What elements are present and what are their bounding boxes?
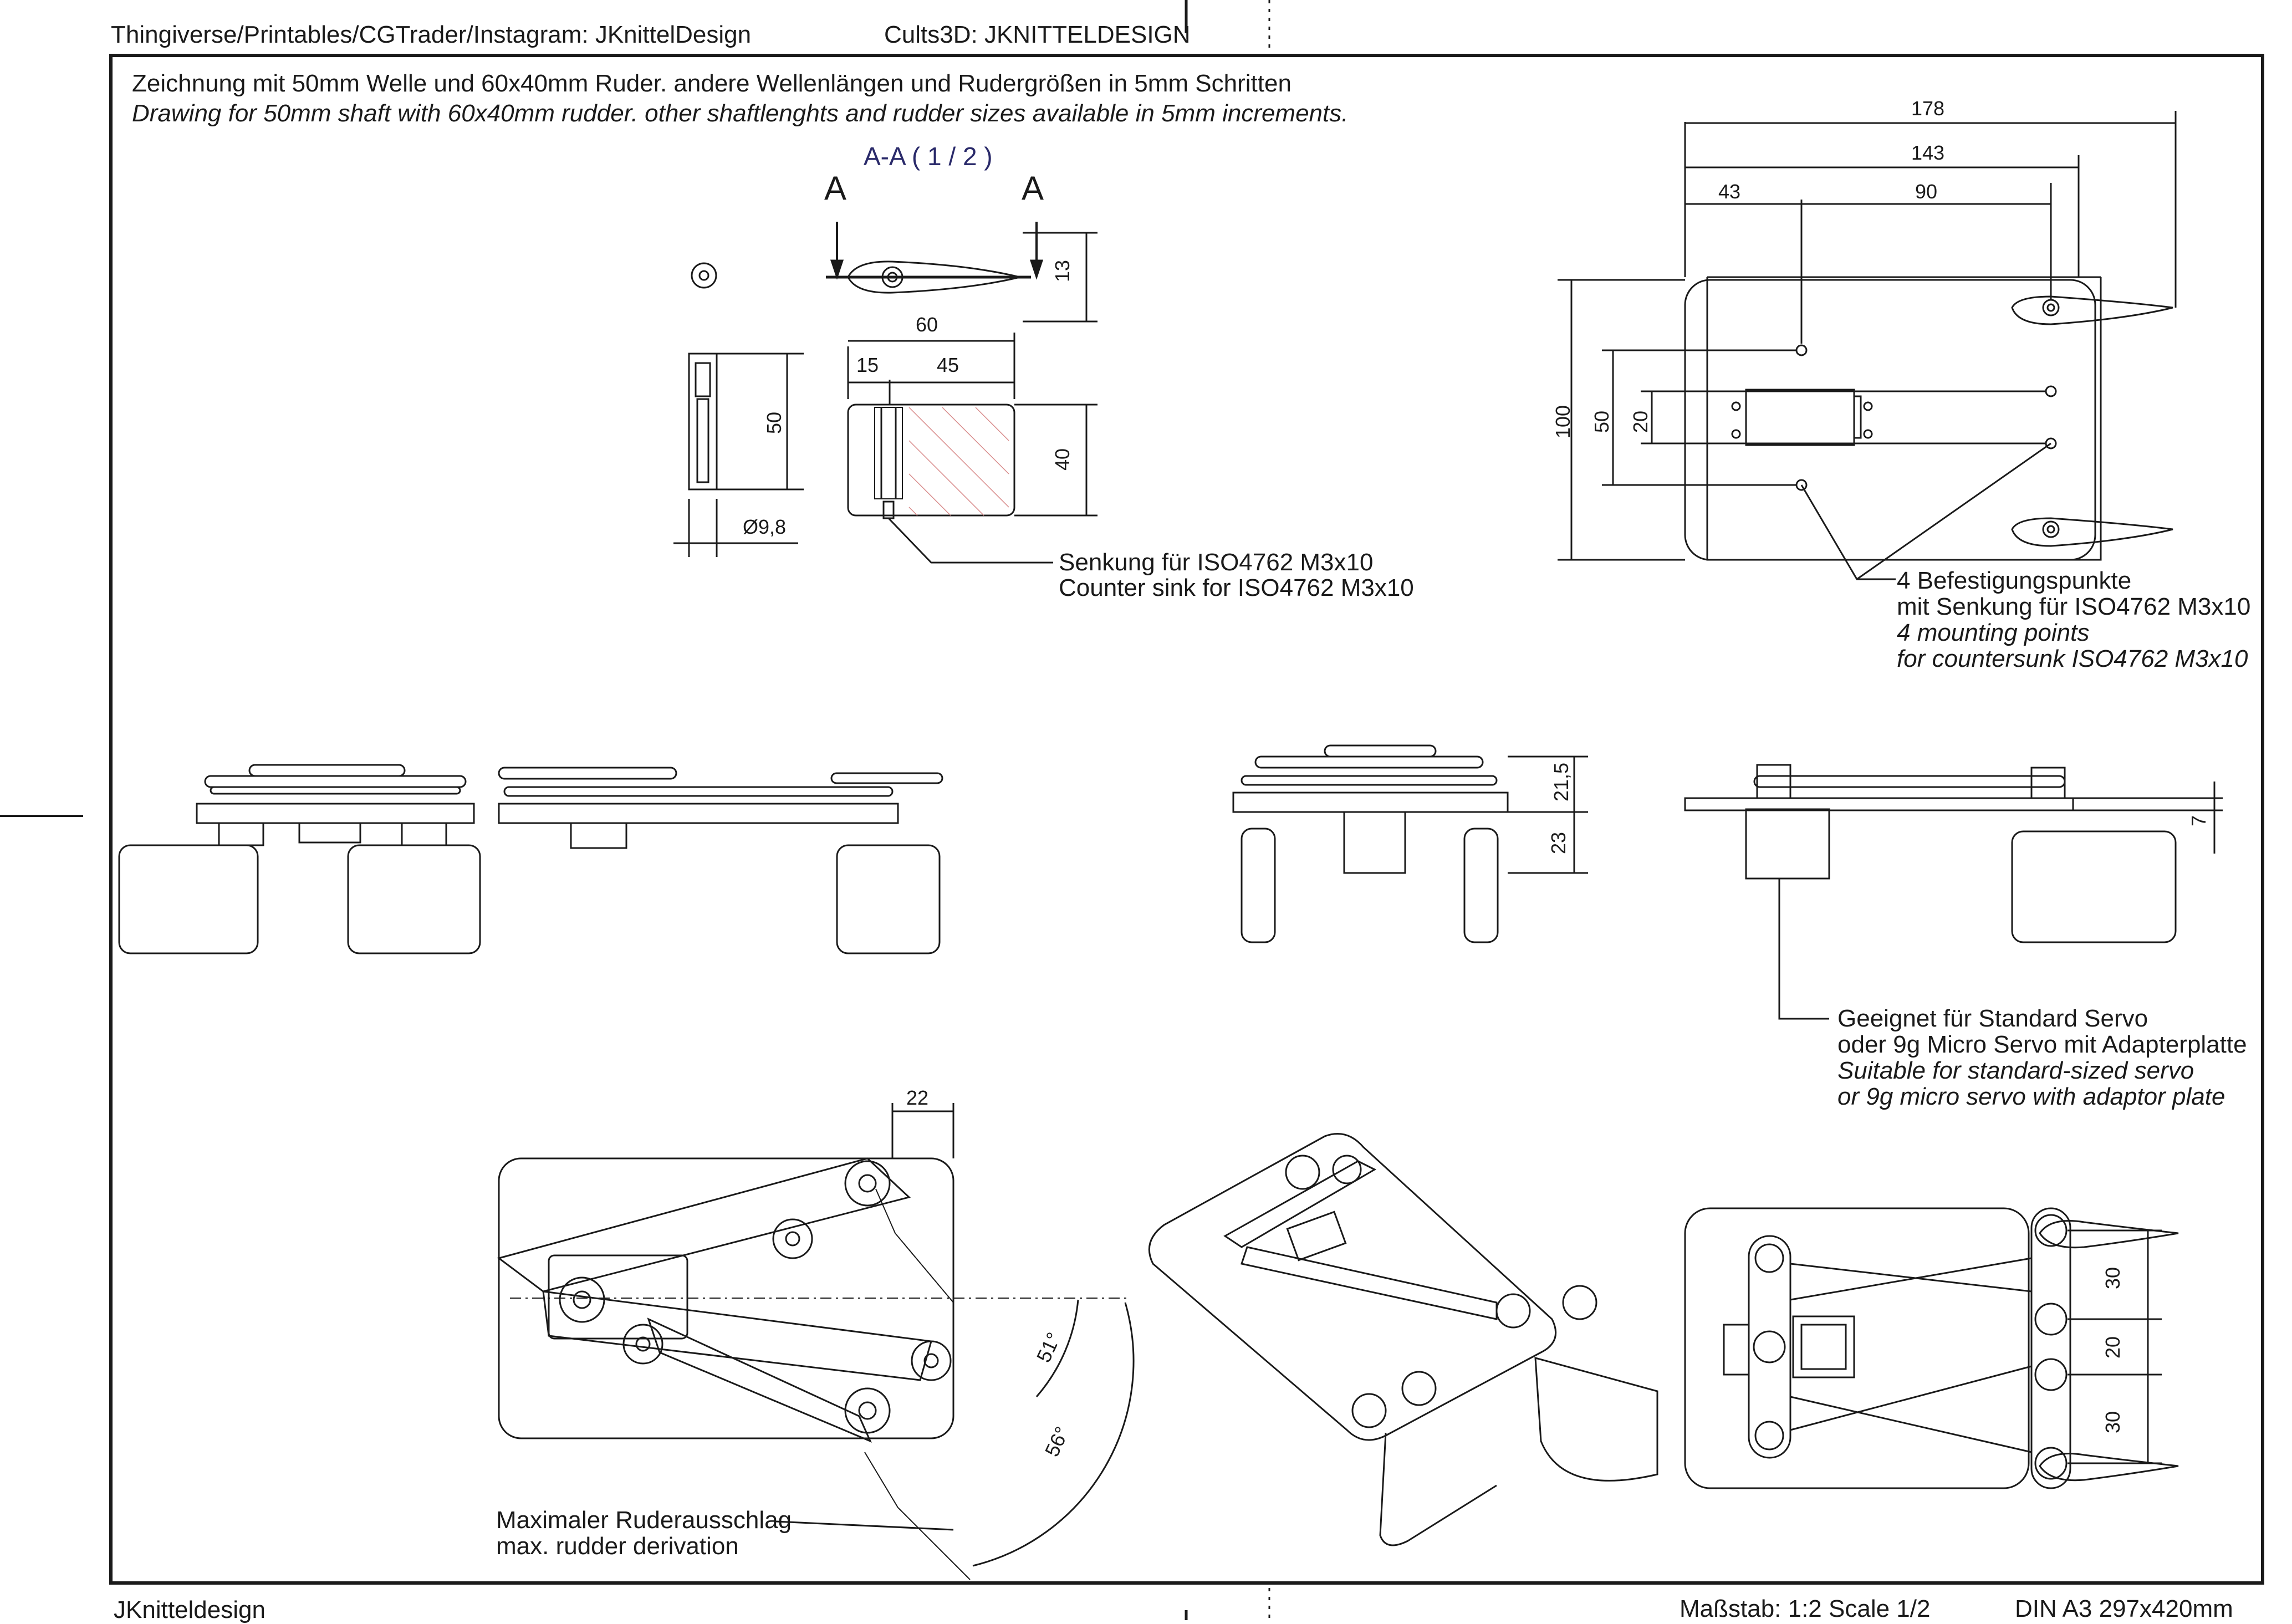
callout-mounting-en-1: 4 mounting points — [1897, 619, 2090, 646]
dim-rudder-height: 40 — [1051, 448, 1074, 471]
dim-rudder-width: 60 — [916, 313, 938, 336]
callout-servo-de-1: Geeignet für Standard Servo — [1837, 1005, 2148, 1032]
dim-rudder-thickness: 13 — [1051, 259, 1074, 283]
isometric-view — [1148, 1133, 1658, 1546]
dim-plate-178: 178 — [1911, 97, 1945, 120]
side-view-left — [118, 764, 943, 954]
dim-spacing-20: 20 — [2101, 1336, 2125, 1359]
linkage-top-view — [497, 1103, 1135, 1580]
footer-format: DIN A3 297x420mm — [2015, 1595, 2233, 1622]
dim-plate-43: 43 — [1718, 180, 1741, 203]
header-social-label: Thingiverse/Printables/CGTrader/Instagra… — [111, 21, 752, 48]
rudder-profile — [826, 222, 1097, 323]
callout-deflection-de: Maximaler Ruderausschlag — [496, 1506, 792, 1534]
shaft-side-view — [673, 353, 804, 557]
callout-servo-en-1: Suitable for standard-sized servo — [1837, 1057, 2194, 1084]
drawing-frame — [109, 54, 2264, 1585]
base-plate-top-view — [1558, 111, 2177, 580]
dim-rudder-blade: 45 — [937, 354, 959, 376]
dim-plate-143: 143 — [1911, 141, 1945, 164]
callout-countersink-en: Counter sink for ISO4762 M3x10 — [1059, 574, 1414, 601]
section-marker-left: A — [824, 170, 847, 207]
callout-deflection-en: max. rudder derivation — [496, 1533, 739, 1560]
header-cults-label: Cults3D: JKNITTELDESIGN — [884, 21, 1191, 48]
dim-plate-50: 50 — [1590, 410, 1614, 433]
footer-scale: Maßstab: 1:2 Scale 1/2 — [1680, 1595, 1931, 1622]
callout-countersink-de: Senkung für ISO4762 M3x10 — [1059, 549, 1374, 576]
dim-shaft-length: 50 — [763, 411, 786, 435]
side-view-middle — [1232, 744, 1588, 943]
side-view-right — [1684, 764, 2223, 1020]
knob-outer — [691, 262, 717, 289]
dim-side-21-5: 21,5 — [1550, 762, 1573, 802]
servo-linkage-view — [1684, 1207, 2179, 1489]
section-view-title: A-A ( 1 / 2 ) — [864, 142, 993, 171]
dim-spacing-30a: 30 — [2101, 1266, 2125, 1290]
dim-shaft-diameter: Ø9,8 — [743, 515, 787, 538]
dim-plate-90: 90 — [1915, 180, 1938, 203]
knob-inner — [698, 270, 709, 281]
description-german: Zeichnung mit 50mm Welle und 60x40mm Rud… — [132, 70, 1292, 97]
dim-link-22: 22 — [906, 1086, 929, 1109]
section-marker-right: A — [1022, 170, 1044, 207]
footer-author: JKnitteldesign — [114, 1596, 266, 1623]
dim-side-7: 7 — [2187, 815, 2211, 827]
dim-side-23: 23 — [1547, 831, 1570, 855]
dim-plate-20: 20 — [1629, 410, 1652, 433]
rudder-blade-front — [847, 333, 1097, 564]
callout-servo-de-2: oder 9g Micro Servo mit Adapterplatte — [1837, 1031, 2247, 1058]
dim-spacing-30b: 30 — [2101, 1411, 2125, 1434]
callout-mounting-de-1: 4 Befestigungspunkte — [1897, 567, 2132, 594]
callout-servo-en-2: or 9g micro servo with adaptor plate — [1837, 1083, 2225, 1110]
callout-mounting-en-2: for countersunk ISO4762 M3x10 — [1897, 645, 2248, 672]
callout-mounting-de-2: mit Senkung für ISO4762 M3x10 — [1897, 593, 2251, 620]
dim-rudder-offset: 15 — [856, 354, 879, 376]
description-english: Drawing for 50mm shaft with 60x40mm rudd… — [132, 100, 1349, 127]
dim-plate-100: 100 — [1551, 405, 1575, 439]
